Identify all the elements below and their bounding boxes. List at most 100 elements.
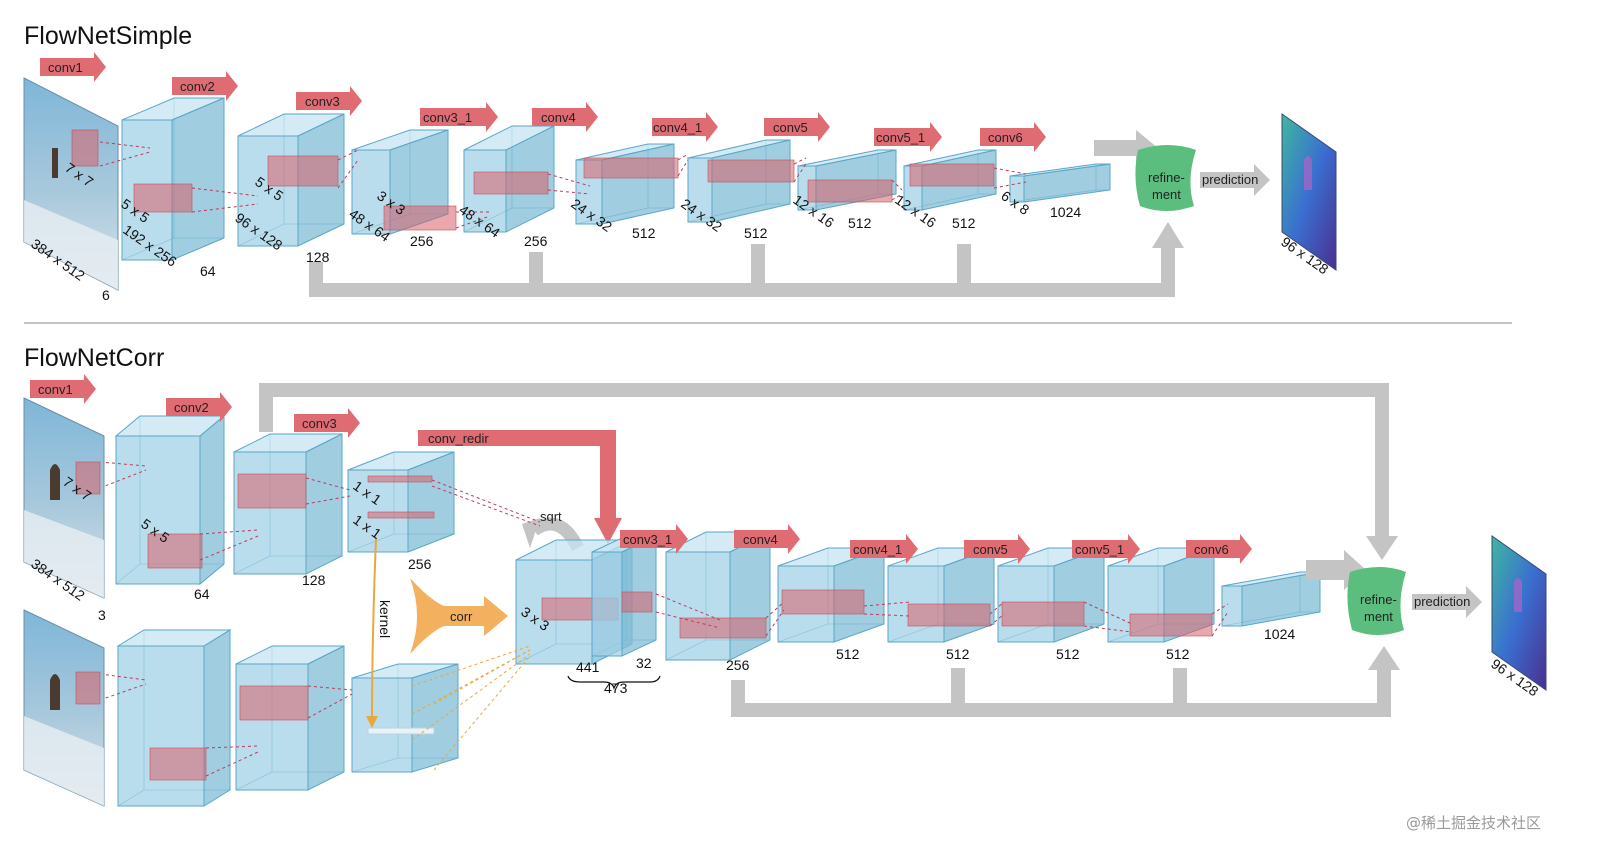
corr-conv3-block-bottom [351, 663, 459, 773]
kernel-projection-line [199, 535, 259, 561]
corr-input-image-2 [23, 609, 105, 807]
corr-conv3_1-block [665, 531, 771, 661]
layer-label: conv5_1 [1075, 542, 1124, 557]
cube-side-face [729, 531, 771, 661]
layer-label: conv4 [743, 532, 778, 547]
layer-label: conv5 [973, 542, 1008, 557]
cube-front-face [591, 551, 623, 657]
layer-label: conv3_1 [623, 532, 672, 547]
channel-label: 512 [1056, 646, 1080, 662]
cube-side-face [203, 629, 231, 807]
channel-label: 512 [836, 646, 860, 662]
channel-label: 512 [632, 225, 656, 241]
watermark: @稀土掘金技术社区 [1406, 814, 1541, 832]
layer-label: conv5 [773, 120, 808, 135]
kernel-projection-line [199, 529, 259, 535]
channel-label: 512 [848, 215, 872, 231]
channel-label: 512 [744, 225, 768, 241]
layer-label: conv6 [1194, 542, 1229, 557]
channel-label: 128 [306, 249, 330, 265]
kernel-projection-line [305, 477, 351, 491]
layer-label: conv_redir [428, 431, 489, 446]
kernel-window [807, 179, 893, 203]
kernel-projection-line [411, 653, 531, 741]
kernel-projection-line [337, 149, 359, 161]
corr-bottom-skip-arrowhead [1368, 646, 1400, 670]
cube-side-face [1023, 163, 1111, 203]
corr-conv2-block-top [233, 433, 343, 575]
corr-layer-blocks [99, 414, 1321, 807]
flownet-simple-title: FlowNetSimple [24, 22, 192, 50]
layer-label: conv3_1 [423, 110, 472, 125]
simple-conv5_1-block [903, 149, 997, 211]
kernel-projection-line [993, 167, 1027, 175]
cube-front-face [351, 149, 391, 235]
layer-label: conv3 [302, 416, 337, 431]
simple-conv1-block [121, 97, 225, 261]
kernel-projection-line [307, 685, 353, 691]
kernel-projection-line [205, 745, 259, 749]
flownet-corr-title: FlowNetCorr [24, 344, 164, 372]
simple-conv4-block [575, 143, 679, 225]
kernel-projection-line [431, 479, 541, 523]
kernel-window [1129, 613, 1213, 637]
simple-skip-connection [309, 244, 1175, 297]
corr-kernel-slice-bottom [367, 727, 435, 735]
kernel-projection-line [793, 157, 807, 165]
kernel-projection-line [99, 469, 147, 489]
kernel-projection-line [863, 613, 911, 617]
corr-input-image-1 [23, 397, 105, 599]
cube-front-face [351, 677, 413, 773]
kernel-projection-line [191, 203, 259, 213]
kernel-window [1001, 601, 1085, 627]
channel-label: 256 [410, 233, 434, 249]
kernel-window [133, 183, 193, 213]
kernel-window [583, 157, 679, 179]
layer-label: conv6 [988, 130, 1023, 145]
kernel-projection-line [433, 649, 531, 705]
simple-conv4_1-block [687, 139, 795, 223]
channel-label: 512 [1166, 646, 1190, 662]
cube-side-face [305, 433, 343, 575]
input-channels-label: 3 [98, 607, 106, 623]
kernel-window [367, 475, 433, 483]
kernel-projection-line [431, 485, 541, 527]
corr-arrow: corr [410, 578, 508, 654]
simple-layer-blocks [99, 97, 1111, 261]
corr-top-skip-connection [259, 383, 1389, 538]
simple-conv5-block [797, 149, 897, 211]
simple-conv2-block [237, 113, 345, 247]
corr-conv1-block-bottom [116, 629, 232, 807]
refinement-label-line2: ment [1364, 609, 1393, 624]
channel-label: 64 [194, 586, 210, 602]
corr-prediction-arrow [1412, 586, 1482, 618]
simple-input-image [23, 77, 119, 291]
kernel-projection-line [863, 601, 911, 607]
cube-front-face [237, 135, 299, 247]
layer-label: conv4_1 [653, 120, 702, 135]
input-channels-label: 6 [102, 287, 110, 303]
kernel-projection-line [99, 461, 147, 467]
cube-front-face [1221, 585, 1243, 627]
kernel-window [679, 617, 767, 639]
kernel-window [237, 473, 307, 509]
refinement-label-line1: refine- [1148, 170, 1185, 185]
corr-redir-slice [591, 535, 657, 657]
channel-label: 512 [952, 215, 976, 231]
cube-front-face [665, 551, 731, 661]
simple-layer-labels: conv1 conv2 conv3 conv3_1 conv4 conv4_1 … [40, 52, 1046, 152]
channel-label: 64 [200, 263, 216, 279]
kernel-window [781, 589, 865, 615]
channel-label: 441 [576, 659, 600, 675]
concat-brace [567, 675, 661, 690]
simple-prediction-arrow [1200, 164, 1270, 196]
simple-prediction-label: prediction [1202, 172, 1258, 187]
refinement-label-line2: ment [1152, 187, 1181, 202]
kernel-arrowhead [366, 716, 378, 728]
kernel-projection-line [307, 693, 353, 719]
layer-label: conv4 [541, 110, 576, 125]
corr-kernel-slice [367, 511, 435, 519]
corr-output-flow [1491, 535, 1547, 691]
corr-bottom-skip-connection [731, 668, 1391, 717]
kernel-projection-line [677, 159, 689, 177]
